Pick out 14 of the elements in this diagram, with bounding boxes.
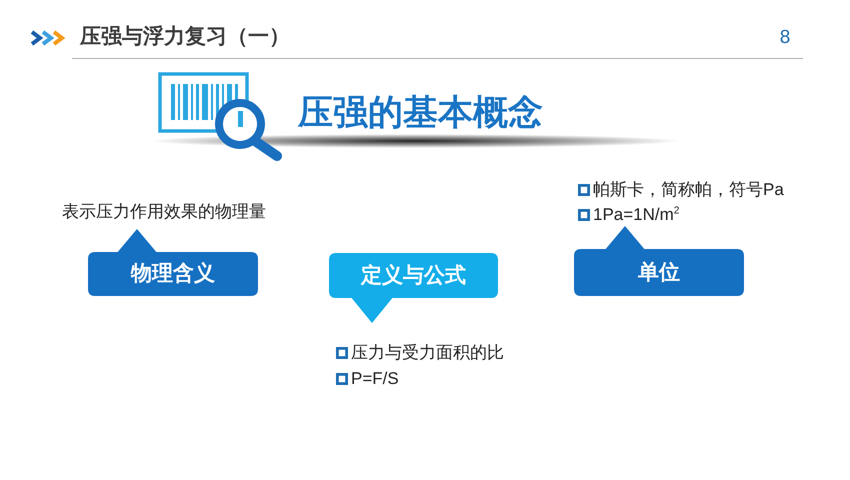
bullet-text: 帕斯卡，简称帕，符号Pa (593, 180, 784, 200)
bullet-text: 压力与受力面积的比 (351, 343, 504, 363)
bullet-text: 1Pa=1N/m$^{2}$ (593, 205, 680, 225)
note-text: 表示压力作用效果的物理量 (62, 202, 266, 222)
section-heading: 压强的基本概念 (298, 92, 543, 134)
callout-title: 定义与公式 (361, 262, 466, 288)
callout-title: 单位 (638, 260, 680, 286)
slide-title: 压强与浮力复习（一） (80, 24, 290, 50)
page-number: 8 (778, 26, 792, 49)
callout-box (88, 229, 258, 296)
callout-box (329, 253, 498, 323)
callout-box (574, 226, 744, 296)
bullet-text: P=F/S (351, 369, 399, 389)
callout-title: 物理含义 (131, 261, 215, 287)
